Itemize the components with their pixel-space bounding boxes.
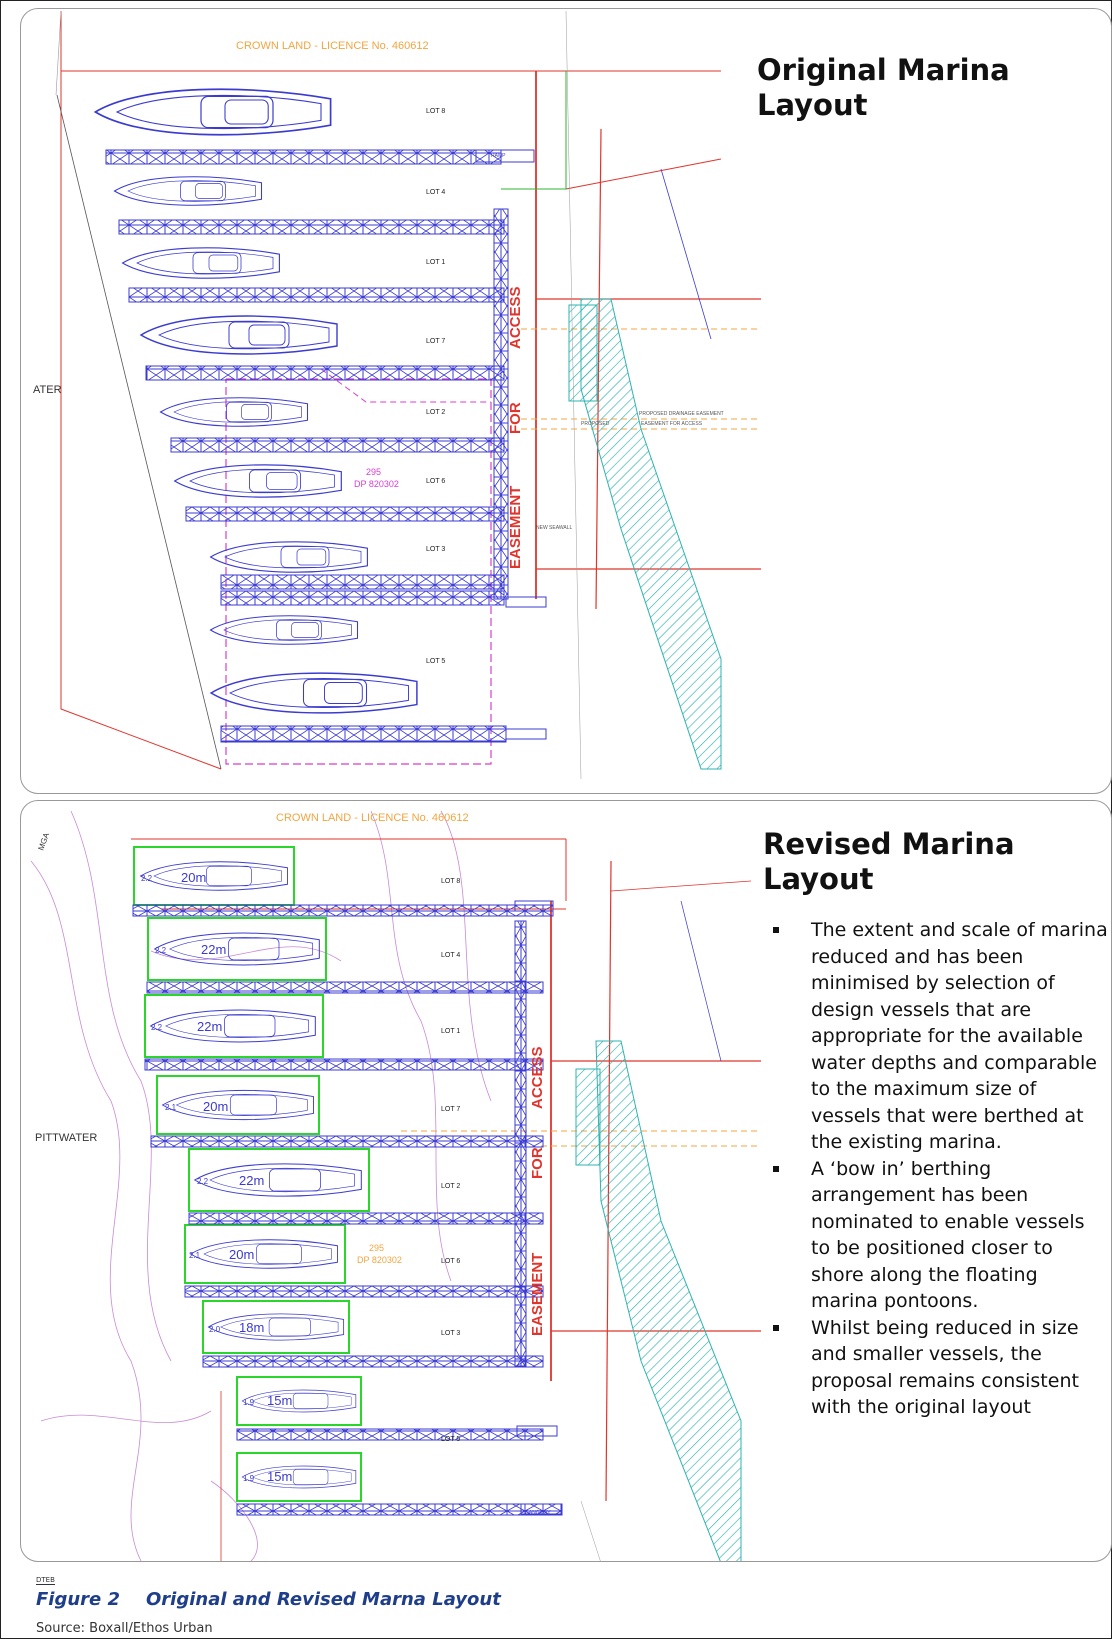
original-lot-7: LOT 7 [426, 338, 445, 345]
vessel-3-beam: 2.2 [151, 1023, 163, 1032]
figure-caption-block: DTEB Figure 2 Original and Revised Marna … [36, 1569, 501, 1636]
vessel-8-length: 15m [267, 1393, 292, 1408]
original-new-seawall-label: NEW SEAWALL [536, 525, 573, 531]
revised-hatched-foreshore [595, 1040, 742, 1561]
revised-lot-1: LOT 1 [441, 1028, 460, 1035]
original-lot-1: LOT 1 [426, 259, 445, 266]
revised-gangway-label: GANGWAY [525, 1510, 551, 1516]
revised-site-lines [131, 838, 761, 1561]
original-lot-4: LOT 4 [426, 189, 445, 196]
revised-lot-labels: LOT 8 LOT 4 LOT 1 LOT 7 LOT 2 LOT 6 LOT … [441, 878, 460, 1443]
revised-lot-8: LOT 8 [441, 878, 460, 885]
figure-caption: Figure 2 Original and Revised Marna Layou… [36, 1589, 501, 1610]
vessel-4-length: 20m [203, 1099, 228, 1114]
revised-easement-text: EASEMENT [529, 1253, 546, 1336]
original-proposed-label: PROPOSED [581, 421, 610, 427]
caption-mark: DTEB [36, 1576, 55, 1585]
revised-lot-7: LOT 7 [441, 1106, 460, 1113]
revised-parcel-dp: DP 820302 [357, 1255, 402, 1265]
revised-mga-label: MGA [36, 831, 51, 852]
figure-number: Figure 2 [36, 1589, 121, 1610]
original-access-text: ACCESS [507, 286, 524, 349]
vessel-6-length: 20m [229, 1247, 254, 1262]
vessel-4-beam: 2.1 [165, 1103, 177, 1112]
original-lot-labels: LOT 8 LOT 4 LOT 1 LOT 7 LOT 2 LOT 6 LOT … [426, 108, 445, 665]
vessel-5-beam: 2.2 [197, 1177, 209, 1186]
revised-for-text: FOR [529, 1147, 546, 1179]
original-easement-text: EASEMENT [507, 486, 524, 569]
bullet-item-2: A ‘bow in’ berthing arrangement has been… [769, 1156, 1109, 1315]
revised-layout-title: Revised Marina Layout [763, 827, 1015, 897]
revised-crown-land-label: CROWN LAND - LICENCE No. 460612 [276, 812, 469, 824]
revised-lot-2: LOT 2 [441, 1183, 460, 1190]
original-ramp-label: RAMP [491, 153, 506, 159]
revised-bullet-list: The extent and scale of marina reduced a… [769, 917, 1109, 1421]
vessel-8-beam: 1.9 [243, 1398, 255, 1407]
vessel-7-beam: 2.0 [209, 1325, 221, 1334]
vessel-9-length: 15m [267, 1469, 292, 1484]
original-marina-plan: ACCESS FOR EASEMENT CROWN LAND - LICENCE… [33, 10, 761, 780]
bullet-item-1: The extent and scale of marina reduced a… [769, 917, 1109, 1156]
original-proposed-drainage-label: PROPOSED DRAINAGE EASEMENT [639, 411, 724, 417]
revised-pontoons [132, 900, 563, 1516]
vessel-3-length: 22m [197, 1019, 222, 1034]
original-lease-line-2 [320, 368, 491, 403]
vessel-6-beam: 2.1 [189, 1251, 201, 1260]
original-lease-line [225, 378, 492, 765]
revised-vessel-labels: 2.2 20m 2.2 22m 2.2 22m 2.1 20m 2.2 22m … [141, 870, 292, 1484]
original-water-label: ATER [33, 384, 62, 396]
vessel-1-length: 20m [181, 870, 206, 885]
original-hatched-foreshore [580, 298, 722, 770]
original-drainage-strip [568, 304, 598, 402]
vessel-5-length: 22m [239, 1173, 264, 1188]
vessel-2-length: 22m [201, 942, 226, 957]
revised-berth-boxes [133, 846, 370, 1502]
revised-lot-3: LOT 3 [441, 1330, 460, 1337]
original-layout-panel: ACCESS FOR EASEMENT CROWN LAND - LICENCE… [20, 8, 1112, 794]
revised-marina-plan: 2.2 20m 2.2 22m 2.2 22m 2.1 20m 2.2 22m … [30, 810, 761, 1561]
original-lot-5: LOT 5 [426, 658, 445, 665]
revised-lot-4: LOT 4 [441, 952, 460, 959]
original-easement-access-label: EASEMENT FOR ACCESS [641, 421, 703, 427]
revised-layout-panel: 2.2 20m 2.2 22m 2.2 22m 2.1 20m 2.2 22m … [20, 800, 1112, 1562]
original-for-text: FOR [507, 402, 524, 434]
revised-lot-6: LOT 6 [441, 1258, 460, 1265]
revised-water-label: PITTWATER [35, 1132, 97, 1144]
vessel-7-length: 18m [239, 1320, 264, 1335]
original-parcel-dp: DP 820302 [354, 479, 399, 489]
revised-lot-5: LOT 5 [441, 1436, 460, 1443]
original-layout-title: Original Marina Layout [757, 53, 1010, 123]
original-lot-2: LOT 2 [426, 409, 445, 416]
original-crown-land-label: CROWN LAND - LICENCE No. 460612 [236, 40, 429, 52]
revised-parcel-number: 295 [369, 1243, 384, 1253]
original-site-lines [55, 10, 761, 780]
original-lot-3: LOT 3 [426, 546, 445, 553]
original-pontoons [105, 149, 547, 743]
vessel-9-beam: 1.9 [243, 1474, 255, 1483]
figure-source: Source: Boxall/Ethos Urban [36, 1621, 213, 1636]
vessel-2-beam: 2.2 [155, 946, 167, 955]
revised-access-text: ACCESS [529, 1046, 546, 1109]
revised-drainage-strip [575, 1068, 601, 1166]
vessel-1-beam: 2.2 [141, 874, 153, 883]
original-boats [94, 88, 418, 714]
original-lot-6: LOT 6 [426, 478, 445, 485]
original-lot-8: LOT 8 [426, 108, 445, 115]
original-parcel-number: 295 [366, 467, 381, 477]
figure-title: Original and Revised Marna Layout [146, 1589, 501, 1610]
bullet-item-3: Whilst being reduced in size and smaller… [769, 1315, 1109, 1421]
